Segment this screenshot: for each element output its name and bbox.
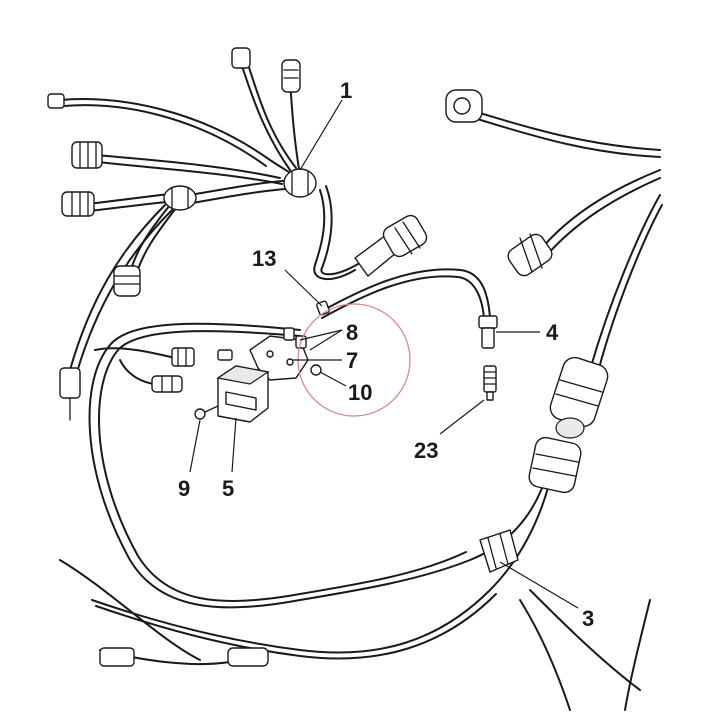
callout-1: 1: [340, 78, 352, 103]
sensor-4: [478, 315, 498, 349]
connector-top-a: [231, 47, 301, 93]
junction-sleeve-left: [163, 185, 197, 211]
leader-1: [299, 99, 343, 171]
spark-plug-23: [483, 365, 497, 401]
callout-10: 10: [348, 380, 372, 405]
small-part-left: [217, 349, 233, 361]
callout-4: 4: [546, 320, 559, 345]
leader-5: [231, 417, 237, 473]
connector-right-mid: [507, 233, 553, 277]
plug-small-2: [151, 375, 183, 393]
connector-top-left-1: [47, 93, 65, 109]
leader-lines: [189, 99, 579, 609]
harness-upper-left: [59, 57, 359, 373]
connector-mid-large: [354, 214, 428, 277]
washer-10: [310, 364, 322, 376]
screw-9: [194, 405, 219, 420]
callout-9: 9: [178, 476, 190, 501]
leader-9: [189, 419, 201, 473]
callout-13: 13: [252, 246, 276, 271]
leader-10: [319, 371, 347, 387]
plug-small-1: [171, 347, 195, 367]
connector-left-3: [113, 265, 141, 297]
ignition-module-5: [216, 365, 270, 423]
junction-sleeve-1: [283, 168, 317, 198]
connector-top-right: [445, 89, 483, 123]
callout-8: 8: [346, 320, 358, 345]
callout-7: 7: [346, 348, 358, 373]
connector-right-large: [549, 356, 609, 439]
leader-3: [499, 561, 579, 609]
leader-23: [439, 399, 485, 435]
callout-5: 5: [222, 476, 234, 501]
leader-8a: [299, 329, 343, 341]
junction-sleeve-3: [479, 529, 519, 573]
sensor-lead: [319, 268, 491, 319]
callout-23: 23: [414, 438, 438, 463]
connector-left-4: [59, 367, 81, 421]
callout-3: 3: [582, 606, 594, 631]
connector-left-2: [61, 191, 95, 217]
connector-bottom-left: [99, 647, 269, 667]
harness-upper-right: [469, 109, 663, 373]
callout-labels: 1 13 8 4 7 10 23 9 5 3: [178, 78, 594, 631]
leader-8b: [309, 329, 343, 351]
connector-lower-right: [528, 436, 582, 494]
connector-left-1: [71, 141, 103, 169]
leader-13: [284, 269, 323, 307]
